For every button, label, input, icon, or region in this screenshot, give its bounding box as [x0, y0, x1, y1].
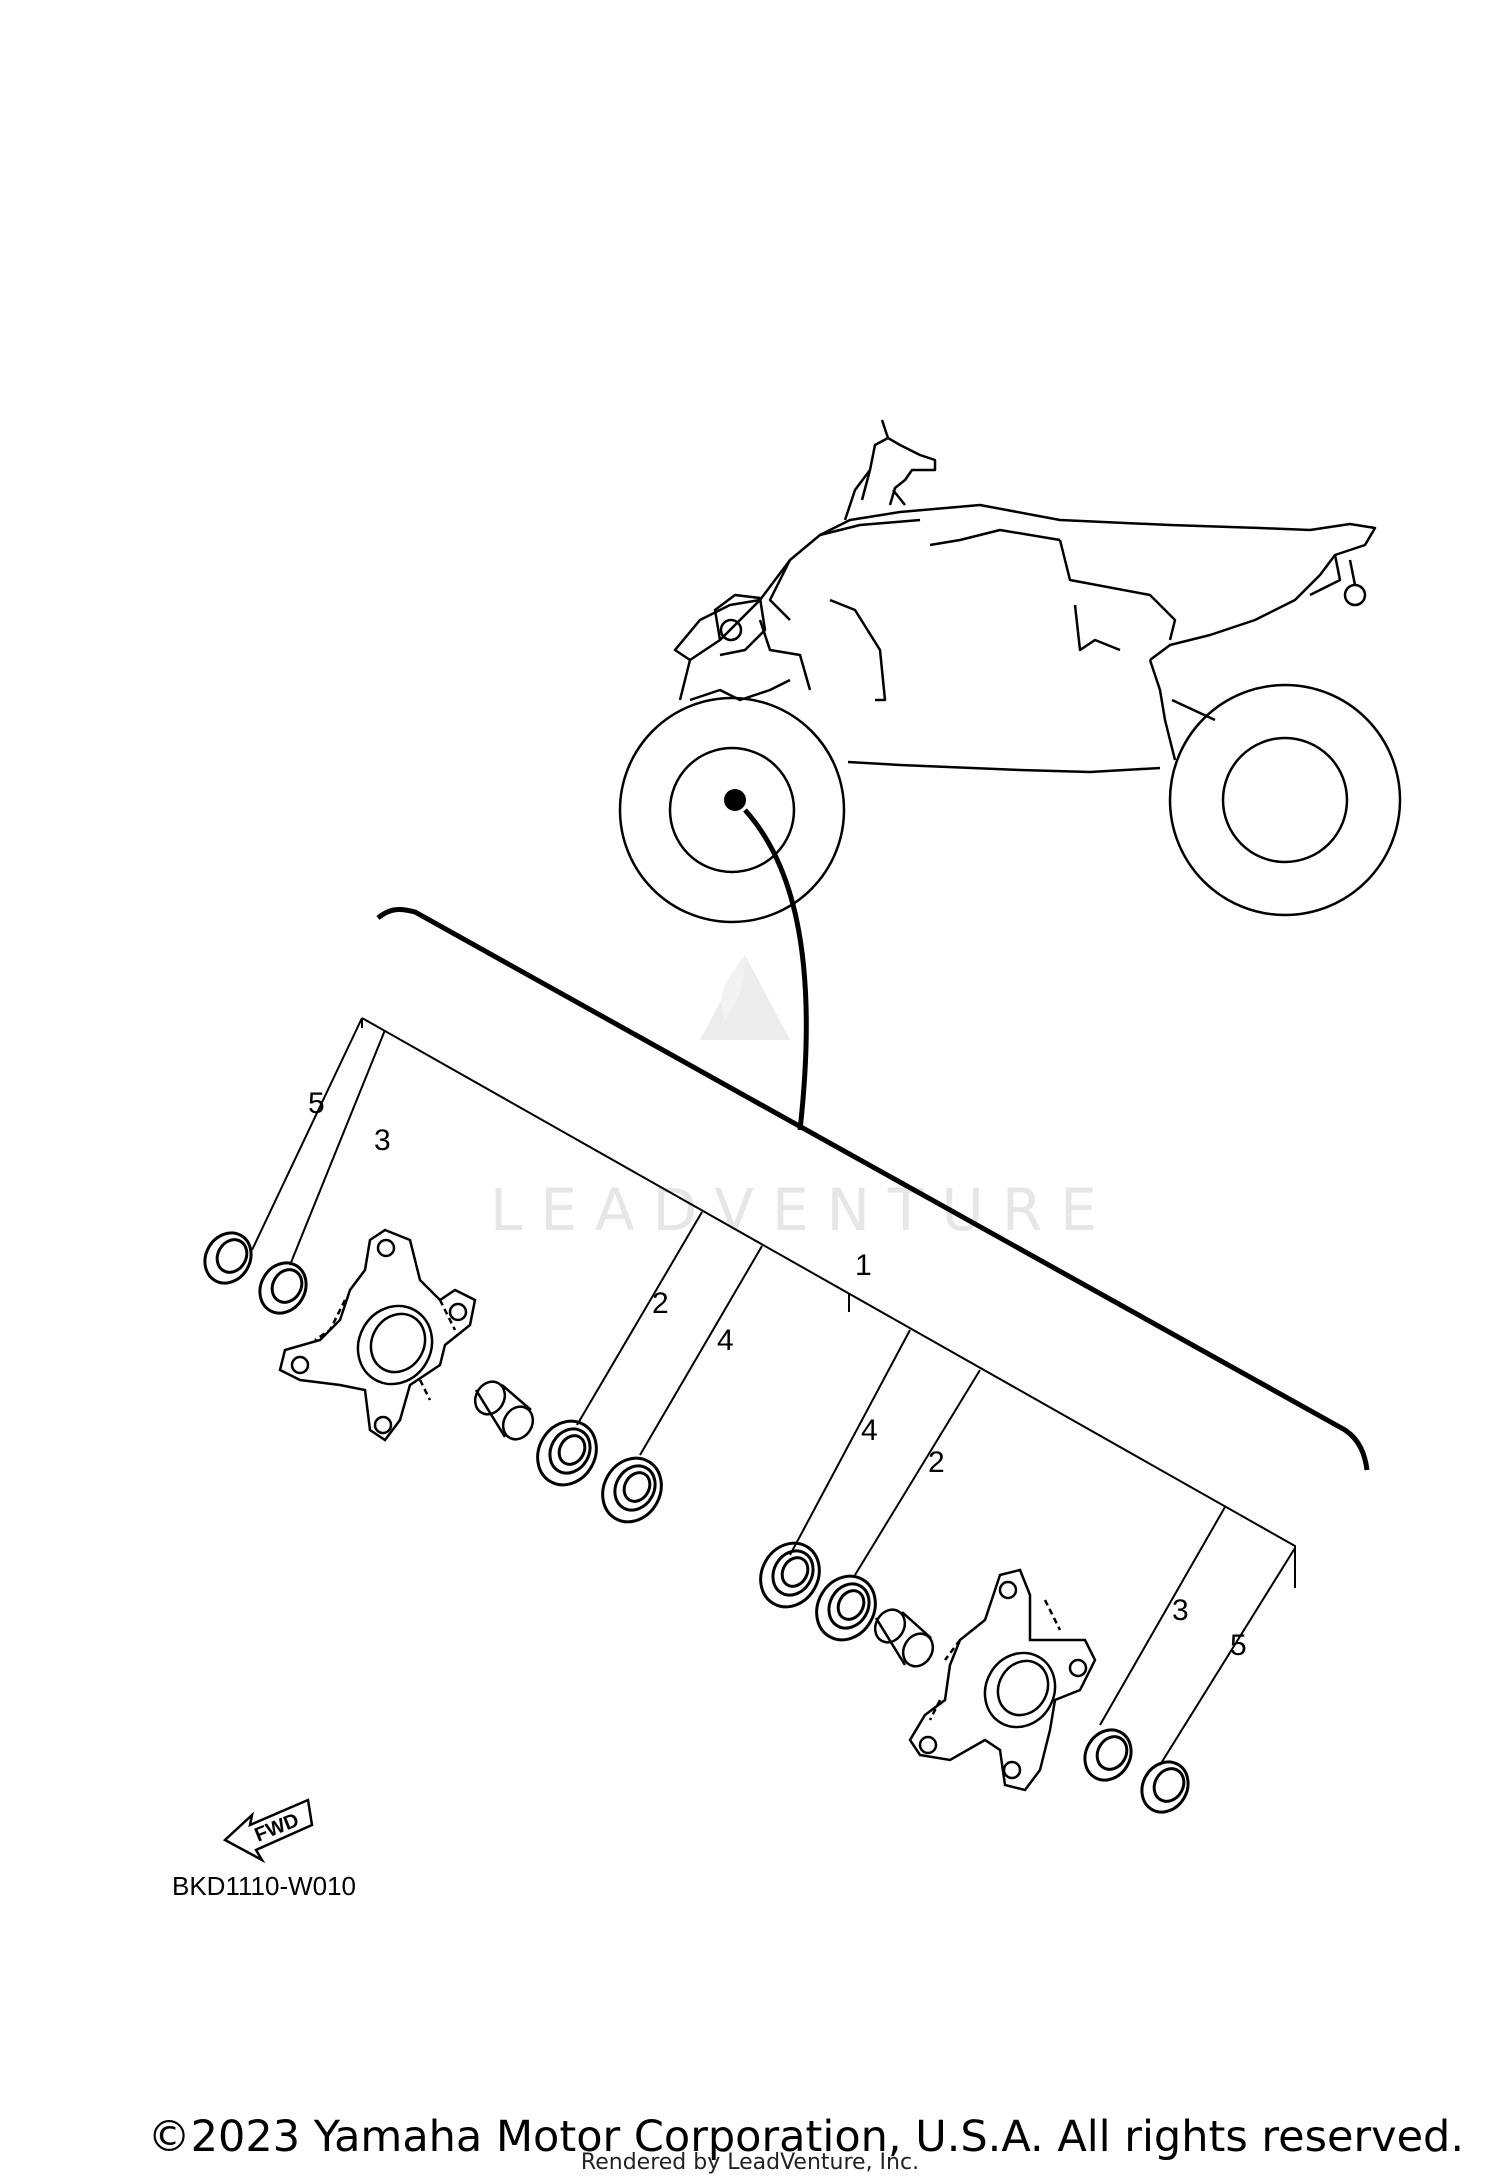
watermark-logo-icon	[700, 955, 790, 1040]
rendered-by-notice: Rendered by LeadVenture, Inc.	[580, 2150, 920, 2175]
fwd-arrow-icon: FWD	[222, 1798, 314, 1864]
part-seal-4-right[interactable]	[749, 1532, 830, 1617]
callout-1[interactable]: 1	[855, 1249, 872, 1282]
part-spacer-right	[873, 1608, 935, 1668]
part-bearing-2-right[interactable]	[805, 1565, 886, 1650]
callout-2-left[interactable]: 2	[652, 1287, 669, 1320]
leader-lines	[251, 1017, 1296, 1766]
callout-5-right[interactable]: 5	[1230, 1629, 1247, 1662]
part-bearing-3-right[interactable]	[1076, 1721, 1140, 1788]
assembly-bracket	[376, 907, 1370, 1471]
part-bearing-3-left[interactable]	[251, 1254, 315, 1321]
callout-3-right[interactable]: 3	[1172, 1594, 1189, 1627]
part-seal-5-right[interactable]	[1133, 1753, 1197, 1820]
watermark-text: LEADVENTURE	[490, 1176, 1115, 1244]
part-spacer-left	[473, 1380, 535, 1441]
part-seal-5-left[interactable]	[196, 1224, 260, 1291]
callout-3-left[interactable]: 3	[374, 1124, 391, 1157]
part-hub-right	[908, 1568, 1097, 1792]
hub-pointer-line	[743, 808, 809, 1131]
callout-5-left[interactable]: 5	[308, 1087, 325, 1120]
callout-4-right[interactable]: 4	[861, 1414, 878, 1447]
part-bearing-2-left[interactable]	[526, 1410, 607, 1495]
part-hub-left	[278, 1228, 477, 1442]
atv-outline	[618, 419, 1402, 924]
callout-4-left[interactable]: 4	[717, 1324, 734, 1357]
figure-code: BKD1110-W010	[172, 1871, 356, 1901]
callout-2-right[interactable]: 2	[928, 1446, 945, 1479]
copyright-notice: ©2023 Yamaha Motor Corporation, U.S.A. A…	[147, 2112, 1464, 2162]
part-seal-4-left[interactable]	[591, 1447, 672, 1532]
hub-location-marker	[724, 789, 746, 811]
